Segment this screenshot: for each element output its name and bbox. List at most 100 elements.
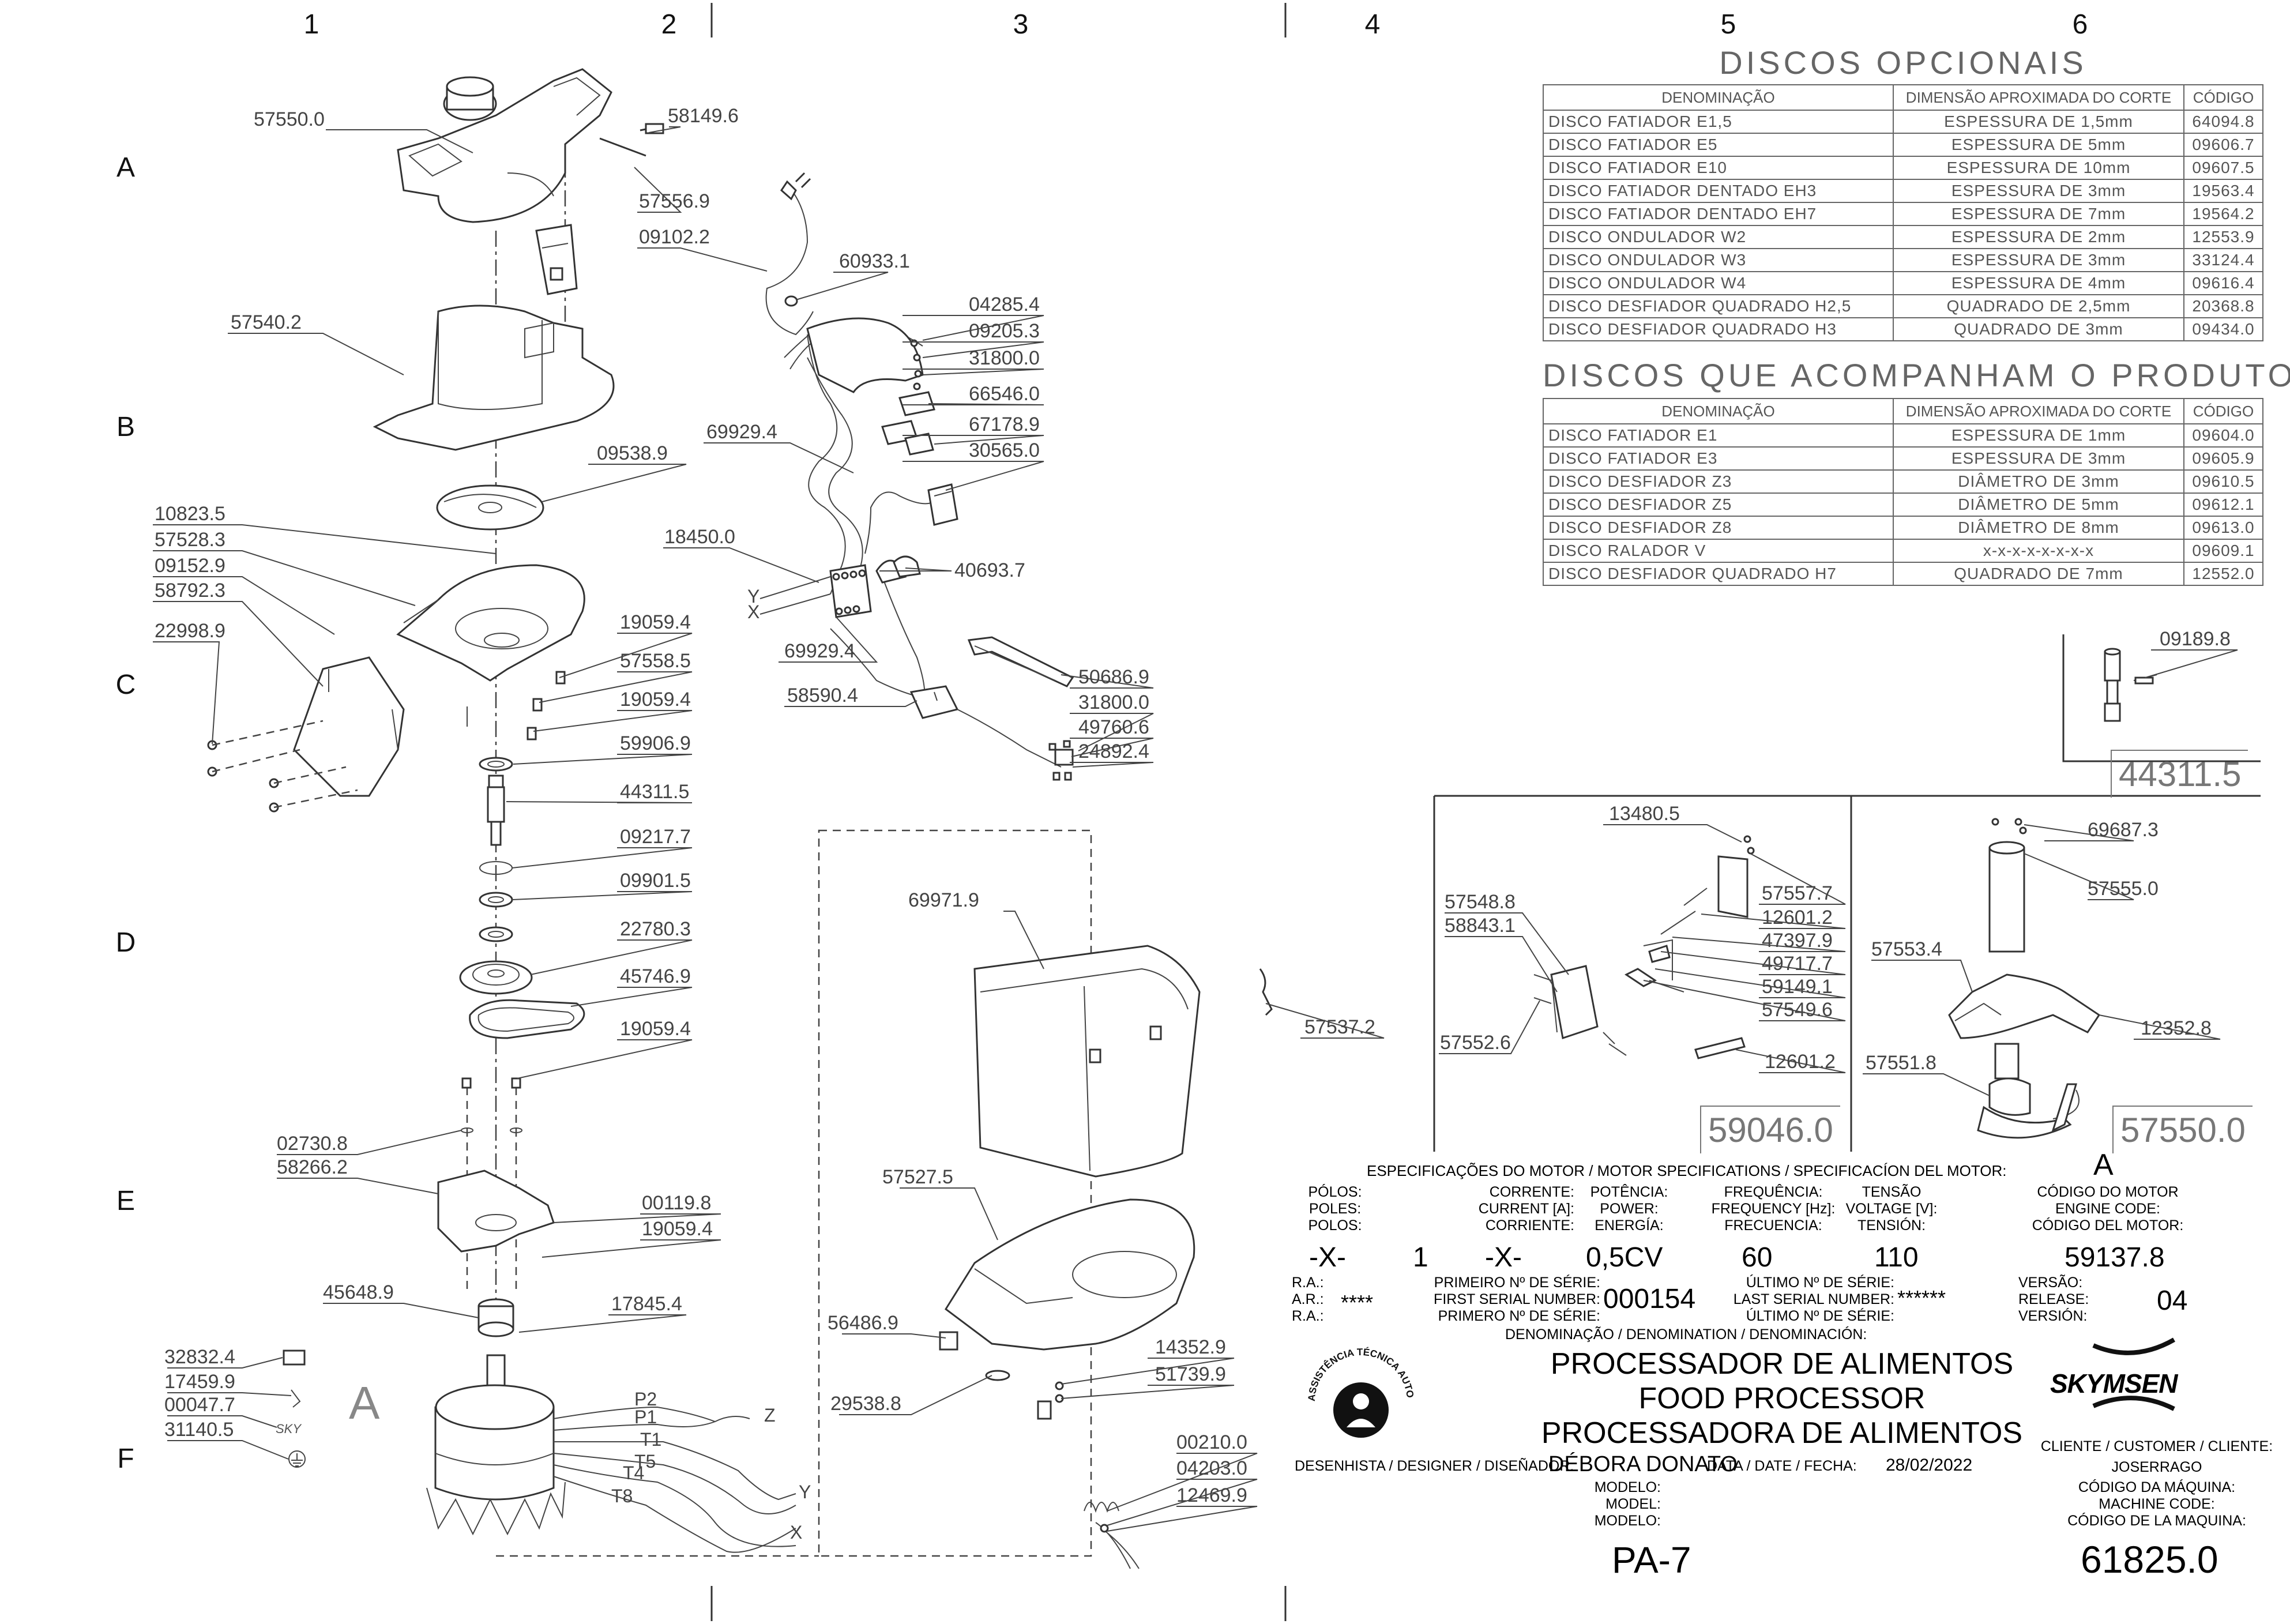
disc-code-cell: 09606.7: [2183, 133, 2263, 157]
disc-cut-cell: x-x-x-x-x-x-x-x: [1893, 539, 2184, 563]
disc-cut-cell: DIÂMETRO DE 5mm: [1893, 493, 2184, 517]
part-label: 60933.1: [839, 250, 910, 272]
part-label: 12469.9: [1176, 1484, 1247, 1506]
spring-clip-part: [1259, 968, 1273, 1016]
lid-detail-label: 57550.0: [2112, 1106, 2253, 1153]
part-label: 49717.7: [1762, 953, 1833, 975]
motor-letter: A: [349, 1377, 380, 1428]
part-label: 57552.6: [1440, 1032, 1511, 1054]
grid-row-f: F: [117, 1443, 134, 1474]
rail-part: [967, 636, 1074, 687]
part-label: 31800.0: [969, 347, 1040, 369]
part-label: 57550.0: [254, 108, 325, 130]
disc-code-cell: 09604.0: [2183, 423, 2263, 448]
part-label: 19059.4: [620, 1018, 691, 1040]
part-label: 24892.4: [1078, 740, 1149, 762]
ra-label: R.A.: A.R.: R.A.:: [1292, 1275, 1324, 1324]
brand-logo-swoosh: [2092, 1337, 2175, 1411]
part-label: 29538.8: [830, 1393, 901, 1415]
disc-cut-cell: ESPESSURA DE 10mm: [1893, 156, 2184, 180]
cable-clamp: [875, 555, 921, 584]
date-label: DATA / DATE / FECHA:: [1707, 1458, 1857, 1474]
disc-name-cell: DISCO DESFIADOR QUADRADO H2,5: [1543, 294, 1894, 318]
codigo-motor-label: CÓDIGO DO MOTOR ENGINE CODE: CÓDIGO DEL …: [2032, 1184, 2184, 1234]
discos-acompanham-title: DISCOS QUE ACOMPANHAM O PRODUTO: [1543, 357, 2290, 393]
housing-part: [973, 945, 1201, 1178]
grid-col-6: 6: [2073, 9, 2088, 40]
part-label: 04285.4: [969, 294, 1040, 315]
switch-part: [909, 685, 1062, 768]
disc-name-cell: DISCO DESFIADOR QUADRADO H7: [1543, 562, 1894, 586]
bolt-part: [599, 123, 664, 157]
product-name-en: FOOD PROCESSOR: [1638, 1382, 1926, 1415]
safety-switch-detail: [1433, 795, 1852, 1152]
part-label: 57549.6: [1762, 999, 1833, 1021]
disc-cut-cell: DIÂMETRO DE 3mm: [1893, 469, 2184, 494]
shaft-part: [487, 775, 505, 846]
machine-code-value: 61825.0: [2081, 1538, 2218, 1581]
side-plate-part: [293, 656, 405, 797]
disc-code-cell: 09613.0: [2183, 516, 2263, 540]
wire-label-y: Y: [799, 1482, 811, 1502]
switch-detail-label: 59046.0: [1700, 1106, 1840, 1153]
part-label: 45746.9: [620, 965, 691, 987]
part-label: 57555.0: [2088, 878, 2159, 900]
frequencia-label: FREQUÊNCIA: FREQUENCY [Hz]: FRECUENCIA:: [1711, 1184, 1836, 1234]
disc-name-cell: DISCO FATIADOR E10: [1543, 156, 1894, 180]
disc-cut-cell: DIÂMETRO DE 8mm: [1893, 516, 2184, 540]
col-header: CÓDIGO: [2183, 398, 2263, 424]
connector-blocks: [881, 391, 935, 456]
disc-code-cell: 12553.9: [2183, 225, 2263, 249]
disc-code-cell: 09605.9: [2183, 446, 2263, 471]
wire-label-z: Z: [764, 1405, 776, 1426]
ultimo-serial-label: ÚLTIMO Nº DE SÉRIE: LAST SERIAL NUMBER: …: [1733, 1275, 1894, 1324]
disc-code-cell: 33124.4: [2183, 248, 2263, 272]
versao-label: VERSÃO: RELEASE: VERSIÓN:: [2018, 1275, 2089, 1324]
disc-code-cell: 09612.1: [2183, 493, 2263, 517]
versao-value: 04: [2157, 1285, 2188, 1316]
shaft-detail-label: 44311.5: [2111, 750, 2248, 798]
primeiro-serial-value: 000154: [1603, 1284, 1696, 1314]
col-header: DENOMINAÇÃO: [1543, 84, 1894, 111]
wire-label-t1: T1: [640, 1429, 661, 1450]
disc-name-cell: DISCO FATIADOR E5: [1543, 133, 1894, 157]
grid-row-e: E: [116, 1186, 135, 1216]
disc-name-cell: DISCO DESFIADOR Z3: [1543, 469, 1894, 494]
product-name-pt: PROCESSADOR DE ALIMENTOS: [1550, 1347, 2014, 1381]
brand-logo: SKYMSEN: [2050, 1369, 2178, 1399]
wire-label-p1: P1: [634, 1407, 657, 1427]
disc-name-cell: DISCO ONDULADOR W4: [1543, 271, 1894, 295]
pulley-part: [459, 960, 533, 995]
discos-acompanham-table: DENOMINAÇÃO DIMENSÃO APROXIMADA DO CORTE…: [1543, 398, 2263, 586]
part-labels: 57550.0 58149.6 57556.9 09102.2 60933.1 …: [155, 105, 2231, 1506]
potencia-value: 0,5CV: [1586, 1242, 1663, 1273]
part-label: 09901.5: [620, 870, 691, 892]
disc-code-cell: 09616.4: [2183, 271, 2263, 295]
disc-code-cell: 64094.8: [2183, 110, 2263, 134]
motor-letter: A: [2093, 1148, 2114, 1182]
sub-assembly-frame: [818, 829, 1092, 1557]
grid-row-d: D: [116, 927, 136, 958]
corrente-label: CORRENTE: CURRENT [A]: CORRIENTE:: [1478, 1184, 1574, 1234]
part-label: 50686.9: [1078, 666, 1149, 688]
date-value: 28/02/2022: [1886, 1456, 1973, 1475]
disc-name-cell: DISCO FATIADOR E3: [1543, 446, 1894, 471]
denominacao-label: DENOMINAÇÃO / DENOMINATION / DENOMINACIÓ…: [1505, 1326, 1867, 1343]
part-label: 02730.8: [277, 1133, 348, 1155]
brand-sticker-icon: SKY: [276, 1422, 302, 1436]
disc-code-cell: 09434.0: [2183, 317, 2263, 341]
motor-spec-title: ESPECIFICAÇÕES DO MOTOR / MOTOR SPECIFIC…: [1367, 1162, 2007, 1179]
part-label: 69971.9: [908, 889, 979, 911]
